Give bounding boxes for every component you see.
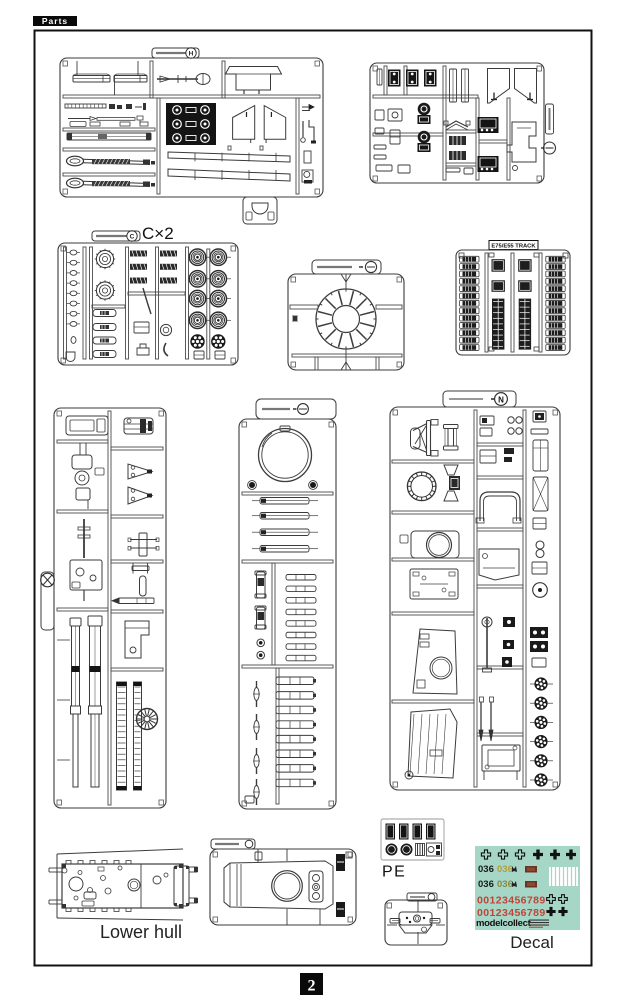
svg-text:E75/E55 TRACK: E75/E55 TRACK bbox=[491, 244, 536, 250]
svg-text:036: 036 bbox=[478, 879, 494, 890]
svg-text:C×2: C×2 bbox=[142, 224, 174, 243]
svg-text:H: H bbox=[189, 50, 194, 57]
svg-text:00123456789: 00123456789 bbox=[477, 895, 546, 907]
svg-text:C: C bbox=[130, 233, 135, 240]
svg-text:036: 036 bbox=[478, 864, 494, 875]
svg-text:PE: PE bbox=[382, 864, 406, 881]
svg-text:036: 036 bbox=[497, 864, 513, 875]
svg-text:modelcollect: modelcollect bbox=[476, 918, 532, 929]
svg-text:Lower hull: Lower hull bbox=[100, 922, 182, 942]
svg-text:N: N bbox=[498, 395, 504, 404]
svg-text:2: 2 bbox=[308, 978, 316, 995]
svg-text:036: 036 bbox=[497, 879, 513, 890]
svg-text:Decal: Decal bbox=[510, 933, 553, 952]
svg-text:Parts: Parts bbox=[42, 16, 68, 26]
svg-text:00123456789: 00123456789 bbox=[477, 907, 546, 919]
